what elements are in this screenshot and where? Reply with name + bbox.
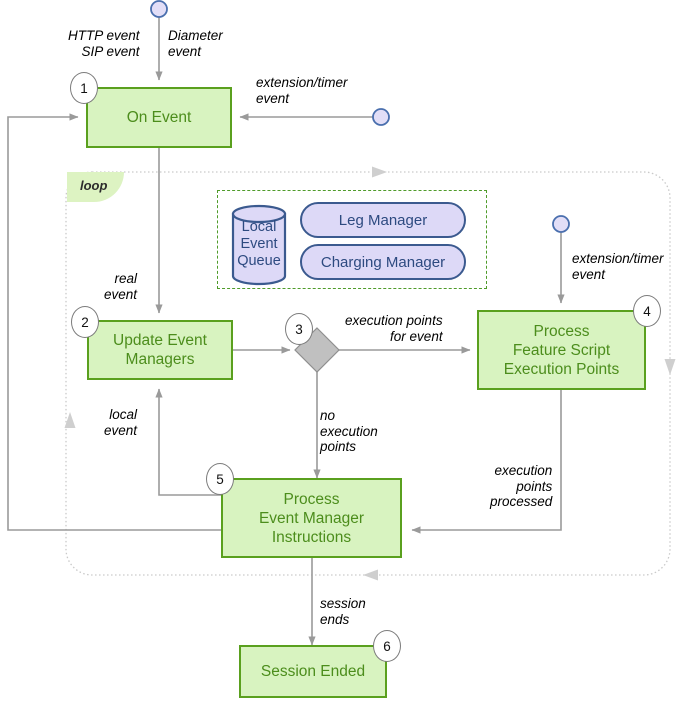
node-session-ended[interactable]: Session Ended [239,645,387,698]
node-on-event-badge-number: 1 [80,80,88,96]
node-decision-badge: 3 [285,313,313,345]
node-process-feature-script-badge-number: 4 [643,303,651,319]
node-process-feature-script-badge: 4 [633,295,661,327]
leg-manager-label: Leg Manager [338,211,428,229]
loop-arrow-bottom [363,569,378,581]
node-session-ended-label: Session Ended [260,663,366,680]
leg-manager[interactable]: Leg Manager [300,202,466,238]
diameter-event-label: Diameter event [168,28,223,59]
queue-line-1: Local [241,218,277,235]
node-on-event-label: On Event [126,109,192,126]
node-process-feature-script-execution-points-label: Process Feature Script Execution Points [503,322,620,378]
node-process-feature-script-execution-points[interactable]: Process Feature Script Execution Points [477,310,646,390]
local-event-label: local event [104,407,138,438]
charging-manager[interactable]: Charging Manager [300,244,466,280]
node-update-event-managers-badge: 2 [71,306,99,338]
session-ends-label: session ends [320,596,366,627]
node-update-event-managers-label: Update Event Managers [113,332,207,368]
local-event-queue-cylinder [231,204,287,286]
node-process-event-manager-instructions-badge-number: 5 [216,471,224,487]
local-event-queue-label: Local Event Queue [233,216,285,272]
real-event-label: real event [104,271,138,302]
node-process-event-manager-instructions-label: Process Event Manager Instructions [258,490,365,546]
node-update-event-managers-badge-number: 2 [81,314,89,330]
node-on-event-badge: 1 [70,72,98,104]
edge-feature-script-to-instructions [411,390,562,534]
no-execution-points-label: no execution points [320,408,378,454]
queue-line-2: Event [240,235,278,252]
loop-label: loop [80,178,108,193]
start-node-diameter [150,0,168,18]
edge-instructions-to-update [155,388,221,496]
edge-instructions-to-on-event [7,113,221,531]
node-process-event-manager-instructions[interactable]: Process Event Manager Instructions [221,478,402,558]
loop-arrow-left [64,412,76,428]
loop-arrow-top [372,166,387,178]
node-update-event-managers[interactable]: Update Event Managers [87,320,233,380]
start-node-extension-timer-top [372,108,390,126]
managers-group [217,190,487,289]
execution-points-for-event-label: execution points for event [345,313,443,344]
start-node-extension-timer-right [552,215,570,233]
execution-points-processed-label: execution points processed [490,463,553,509]
node-process-event-manager-instructions-badge: 5 [206,463,234,495]
node-session-ended-badge: 6 [373,630,401,662]
extension-timer-event-label-right: extension/timer event [572,251,664,282]
queue-line-3: Queue [237,252,281,269]
http-sip-event-label: HTTP event SIP event [68,28,140,59]
extension-timer-event-label-top: extension/timer event [256,75,348,106]
node-on-event[interactable]: On Event [86,87,232,148]
charging-manager-label: Charging Manager [320,253,446,271]
loop-arrow-right [664,359,676,375]
node-decision-badge-number: 3 [295,321,303,337]
node-session-ended-badge-number: 6 [383,638,391,654]
